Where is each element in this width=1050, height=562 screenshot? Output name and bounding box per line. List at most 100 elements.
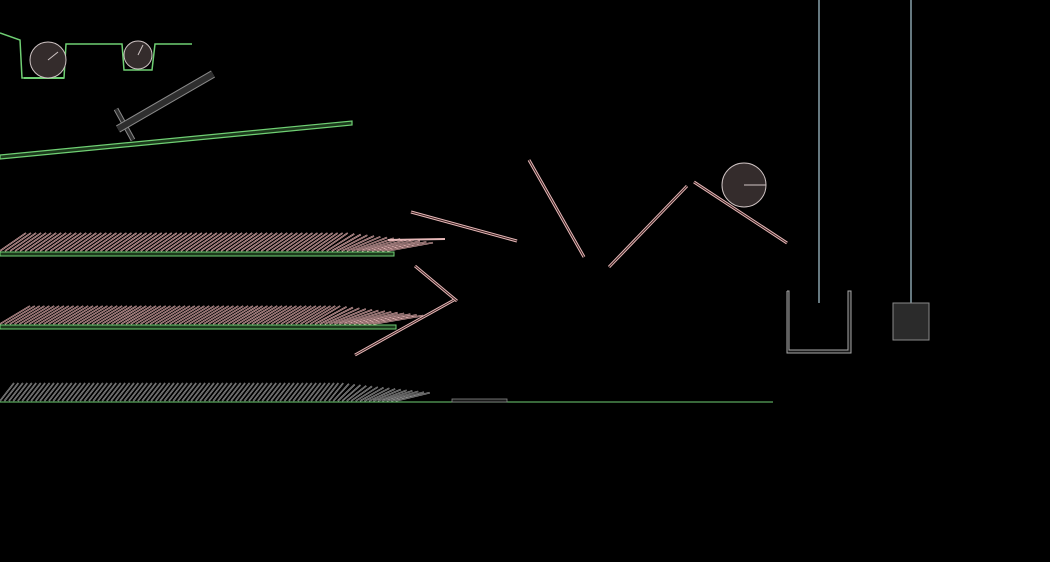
lower-domino-66-core [288,382,304,402]
middle-domino-28-core [130,305,161,325]
upper-domino-9-core [40,232,67,252]
seesaw-lever[interactable] [113,70,216,142]
lower-domino-14-core [57,382,72,402]
middle-domino-35-core [164,305,195,325]
wheel-small[interactable] [123,40,153,70]
plank-1-core [410,211,518,242]
floor-slab [451,398,508,403]
lower-domino-23-core [97,382,112,402]
middle-domino-34-core [159,305,191,325]
lower-domino-16-core [66,382,81,402]
upper-domino-46-core [226,232,253,252]
plank-4-core [693,181,788,244]
upper-domino-16-core [75,232,102,252]
middle-domino-78-core [373,315,424,325]
upper-domino-73-core [361,238,401,252]
upper-domino-27-core [130,232,157,252]
lower-domino-60-core [262,382,277,402]
hanging-bucket[interactable] [786,290,852,354]
lower-domino-42-core [182,382,197,402]
upper-domino-36-core [175,232,203,252]
lower-domino-6-core [22,382,37,402]
lower-domino-row [0,382,430,402]
upper-domino-22-core [105,232,132,252]
middle-shelf [0,324,397,330]
upper-domino-10-core [45,232,72,252]
upper-domino-53-core [261,232,288,252]
middle-domino-16-core [72,305,103,325]
top-left-wall-ledge [0,32,192,79]
lower-domino-22-core [93,382,108,402]
lower-domino-30-core [128,382,144,402]
upper-domino-45-core [220,232,248,252]
middle-domino-51-core [242,305,273,325]
middle-domino-20-core [91,305,123,325]
middle-domino-49-core [232,305,263,325]
lower-domino-41-core [177,382,192,402]
plank-3-core [608,185,688,268]
middle-domino-15-core [67,305,98,325]
middle-domino-33-core [154,305,186,325]
middle-domino-12-core [53,305,84,325]
upper-domino-14-core [65,232,92,252]
lower-domino-44-core [190,382,206,402]
lower-domino-34-core [146,382,161,402]
middle-domino-8-core [33,305,65,325]
middle-domino-22-core [101,305,132,325]
middle-domino-2-core [4,305,35,325]
middle-domino-31-core [145,305,176,325]
upper-domino-2-core [4,232,32,252]
rolling-ball[interactable] [721,162,767,208]
middle-domino-47-core [222,305,254,325]
upper-domino-75-core [371,240,414,252]
wheel-large[interactable] [29,41,67,79]
middle-domino-65-core [310,305,341,325]
upper-domino-30-core [145,232,172,252]
middle-domino-11-core [48,305,79,325]
lower-domino-4-core [13,382,28,402]
middle-domino-26-core [121,305,152,325]
middle-domino-57-core [271,305,302,325]
lower-domino-56-core [244,382,259,402]
upper-domino-62-core [306,232,333,252]
upper-domino-24-core [115,232,142,252]
upper-domino-72-core [356,237,394,252]
middle-domino-10-core [43,305,74,325]
upper-shelf [0,251,395,257]
lower-domino-71-core [310,382,326,402]
upper-domino-7-core [30,232,57,252]
upper-domino-52-core [256,232,283,252]
upper-domino-28-core [135,232,162,252]
lower-domino-80-core [350,386,373,402]
lower-domino-40-core [173,382,188,402]
lower-domino-81-core [355,386,378,402]
middle-domino-21-core [96,305,128,325]
lower-domino-17-core [70,382,86,402]
plank-7[interactable] [387,238,446,241]
lower-domino-39-core [168,382,184,402]
upper-domino-42-core [205,232,233,252]
middle-domino-24-core [111,305,142,325]
lower-domino-28-core [119,382,135,402]
lower-domino-38-core [164,382,179,402]
middle-domino-41-core [193,305,224,325]
upper-domino-6-core [24,232,52,252]
upper-domino-70-core [346,236,381,252]
upper-domino-56-core [276,232,303,252]
lower-domino-83-core [364,387,390,402]
upper-domino-32-core [155,232,182,252]
upper-domino-4-core [14,232,42,252]
middle-domino-75-core [358,313,405,325]
upper-domino-31-core [150,232,177,252]
upper-domino-65-core [321,232,348,252]
upper-domino-17-core [80,232,107,252]
lower-domino-67-core [293,382,308,402]
middle-domino-62-core [295,305,326,325]
counterweight-block[interactable] [892,302,930,341]
loose-planks [354,159,788,357]
lower-domino-61-core [266,382,281,402]
lower-domino-5-core [17,382,32,402]
lever-arm-core [116,71,215,132]
upper-domino-34-core [165,232,192,252]
